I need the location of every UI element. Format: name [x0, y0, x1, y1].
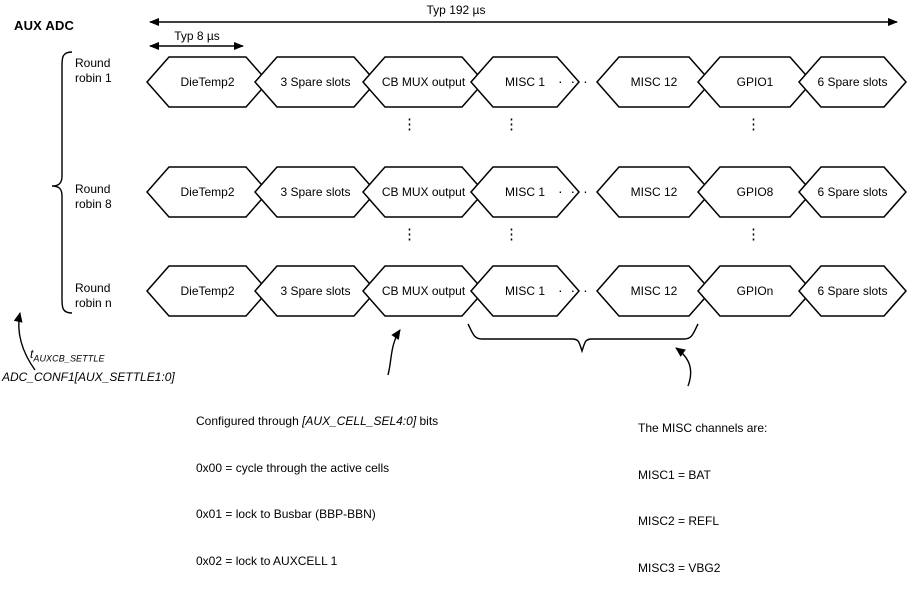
cell-spare3-row2: 3 Spare slots — [280, 185, 351, 199]
aux-cell-sel-line-2: 0x02 = lock to AUXCELL 1 — [196, 553, 338, 568]
row-label-round-robin-8-line1: Round — [75, 182, 111, 196]
cell-gpion-row3: GPIOn — [736, 284, 774, 298]
cell-cb-mux-output-row2: CB MUX output — [381, 185, 466, 199]
cell-spare6-row1: 6 Spare slots — [817, 75, 888, 89]
round-robin-brace — [51, 51, 73, 314]
misc-channel-line-1: MISC2 = REFL — [638, 514, 720, 528]
cell-misc1-row2: MISC 1 — [504, 185, 545, 199]
slot-duration-label: Typ 8 µs — [174, 29, 220, 43]
round-robin-n-chain — [146, 265, 907, 317]
round-robin-1-chain — [146, 56, 907, 108]
aux-cell-sel-line-1: 0x01 = lock to Busbar (BBP-BBN) — [196, 507, 376, 521]
vertical-ellipsis-gpio-lower: ⋮ — [746, 226, 761, 243]
vertical-ellipsis-misc1-lower: ⋮ — [402, 226, 417, 243]
row-label-round-robin-n-line1: Round — [75, 281, 111, 295]
misc-list-arrow — [675, 347, 692, 387]
cell-misc1-row3: MISC 1 — [504, 284, 545, 298]
round-robin-8-chain — [146, 166, 907, 218]
row-label-round-robin-1-line2: robin 1 — [75, 71, 112, 85]
cell-gpio8-row2: GPIO8 — [736, 185, 774, 199]
settle-time-symbol: tAUXCB_SETTLE — [30, 347, 105, 364]
row-label-round-robin-8-line2: robin 8 — [75, 197, 112, 211]
settle-symbol-subscript: AUXCB_SETTLE — [33, 353, 105, 364]
settle-symbol-base: t — [30, 347, 34, 361]
cell-spare6-row3: 6 Spare slots — [817, 284, 888, 298]
page-title: AUX ADC — [14, 18, 75, 33]
cell-spare6-row2: 6 Spare slots — [817, 185, 888, 199]
cell-misc12-row3: MISC 12 — [630, 284, 678, 298]
cell-gpio1-row1: GPIO1 — [736, 75, 774, 89]
aux-cell-sel-note: Configured through [AUX_CELL_SEL4:0] bit… — [196, 383, 438, 590]
row-label-round-robin-n-line2: robin n — [75, 296, 112, 310]
aux-cell-sel-intro-tail: bits — [416, 414, 439, 428]
vertical-ellipsis-gpio-upper: ⋮ — [746, 116, 761, 133]
aux-cell-sel-intro-plain: Configured through — [196, 414, 303, 428]
vertical-ellipsis-misc1-upper: ⋮ — [402, 116, 417, 133]
misc-range-brace — [467, 323, 699, 354]
cell-misc12-row1: MISC 12 — [630, 75, 678, 89]
aux-cell-sel-arrow — [387, 329, 401, 376]
cell-spare3-row3: 3 Spare slots — [280, 284, 351, 298]
horizontal-ellipsis-row1: · · · — [558, 73, 590, 89]
aux-cell-sel-line-0: 0x00 = cycle through the active cells — [196, 460, 390, 475]
misc-channels-heading: The MISC channels are: — [638, 421, 768, 435]
cell-dietemp2-row3: DieTemp2 — [180, 284, 235, 298]
misc-channels-note: The MISC channels are: MISC1 = BAT MISC2… — [638, 390, 872, 590]
cell-dietemp2-row2: DieTemp2 — [180, 185, 235, 199]
cell-cb-mux-output-row3: CB MUX output — [381, 284, 466, 298]
horizontal-ellipsis-row3: · · · — [558, 282, 590, 298]
cell-dietemp2-row1: DieTemp2 — [180, 75, 235, 89]
settle-time-arrow — [13, 312, 36, 371]
cell-spare3-row1: 3 Spare slots — [280, 75, 351, 89]
vertical-ellipsis-cbmux-upper: ⋮ — [504, 116, 519, 133]
vertical-ellipsis-cbmux-lower: ⋮ — [504, 226, 519, 243]
aux-cell-sel-field: [AUX_CELL_SEL4:0] — [302, 414, 417, 428]
aux-cell-sel-intro: Configured through [AUX_CELL_SEL4:0] bit… — [196, 414, 438, 430]
cell-cb-mux-output-row1: CB MUX output — [381, 75, 466, 89]
total-duration-label: Typ 192 µs — [426, 3, 486, 17]
cell-misc12-row2: MISC 12 — [630, 185, 678, 199]
settle-register-label: ADC_CONF1[AUX_SETTLE1:0] — [2, 370, 175, 384]
horizontal-ellipsis-row2: · · · — [558, 183, 590, 199]
misc-channel-line-2: MISC3 = VBG2 — [638, 560, 721, 575]
row-label-round-robin-1-line1: Round — [75, 56, 111, 70]
cell-misc1-row1: MISC 1 — [504, 75, 545, 89]
misc-channel-line-0: MISC1 = BAT — [638, 467, 711, 482]
